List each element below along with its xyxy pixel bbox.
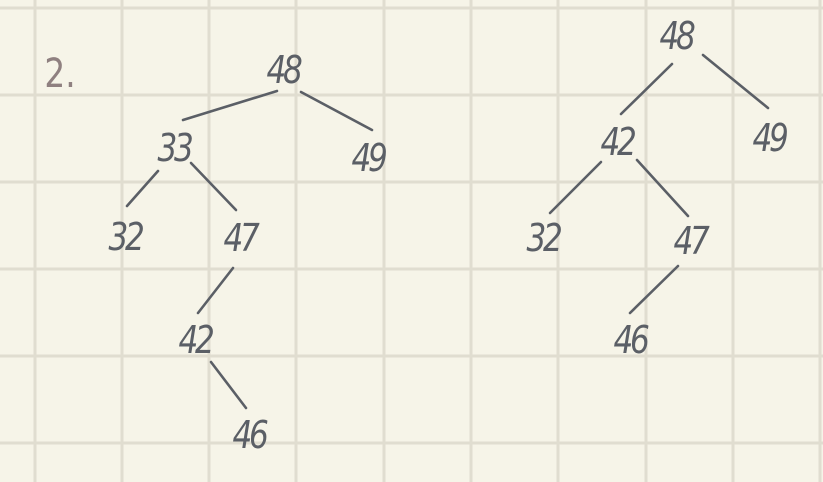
tree-edge	[635, 158, 690, 218]
tree-node: 47	[673, 219, 709, 263]
tree-node: 32	[526, 216, 562, 260]
tree-edge	[701, 53, 770, 110]
tree-node: 32	[108, 215, 144, 259]
tree-node: 47	[223, 216, 259, 260]
tree-edge	[548, 160, 603, 215]
tree-edge	[209, 360, 248, 410]
tree-node: 46	[613, 318, 649, 362]
tree-node: 49	[752, 116, 788, 160]
tree-edge	[299, 90, 374, 132]
tree-node: 46	[232, 413, 268, 457]
tree-edge	[619, 62, 674, 116]
tree-node: 48	[659, 14, 695, 58]
tree-edge	[181, 89, 279, 122]
tree-edge	[189, 161, 238, 212]
tree-edge	[125, 169, 160, 208]
tree-node: 42	[178, 318, 214, 362]
tree-node: 49	[351, 136, 387, 180]
tree-node: 33	[157, 126, 193, 170]
tree-edge	[628, 264, 680, 315]
tree-node: 42	[600, 120, 636, 164]
tree-edge	[196, 266, 235, 315]
tree-node: 48	[266, 48, 302, 92]
problem-label: 2.	[44, 51, 76, 97]
